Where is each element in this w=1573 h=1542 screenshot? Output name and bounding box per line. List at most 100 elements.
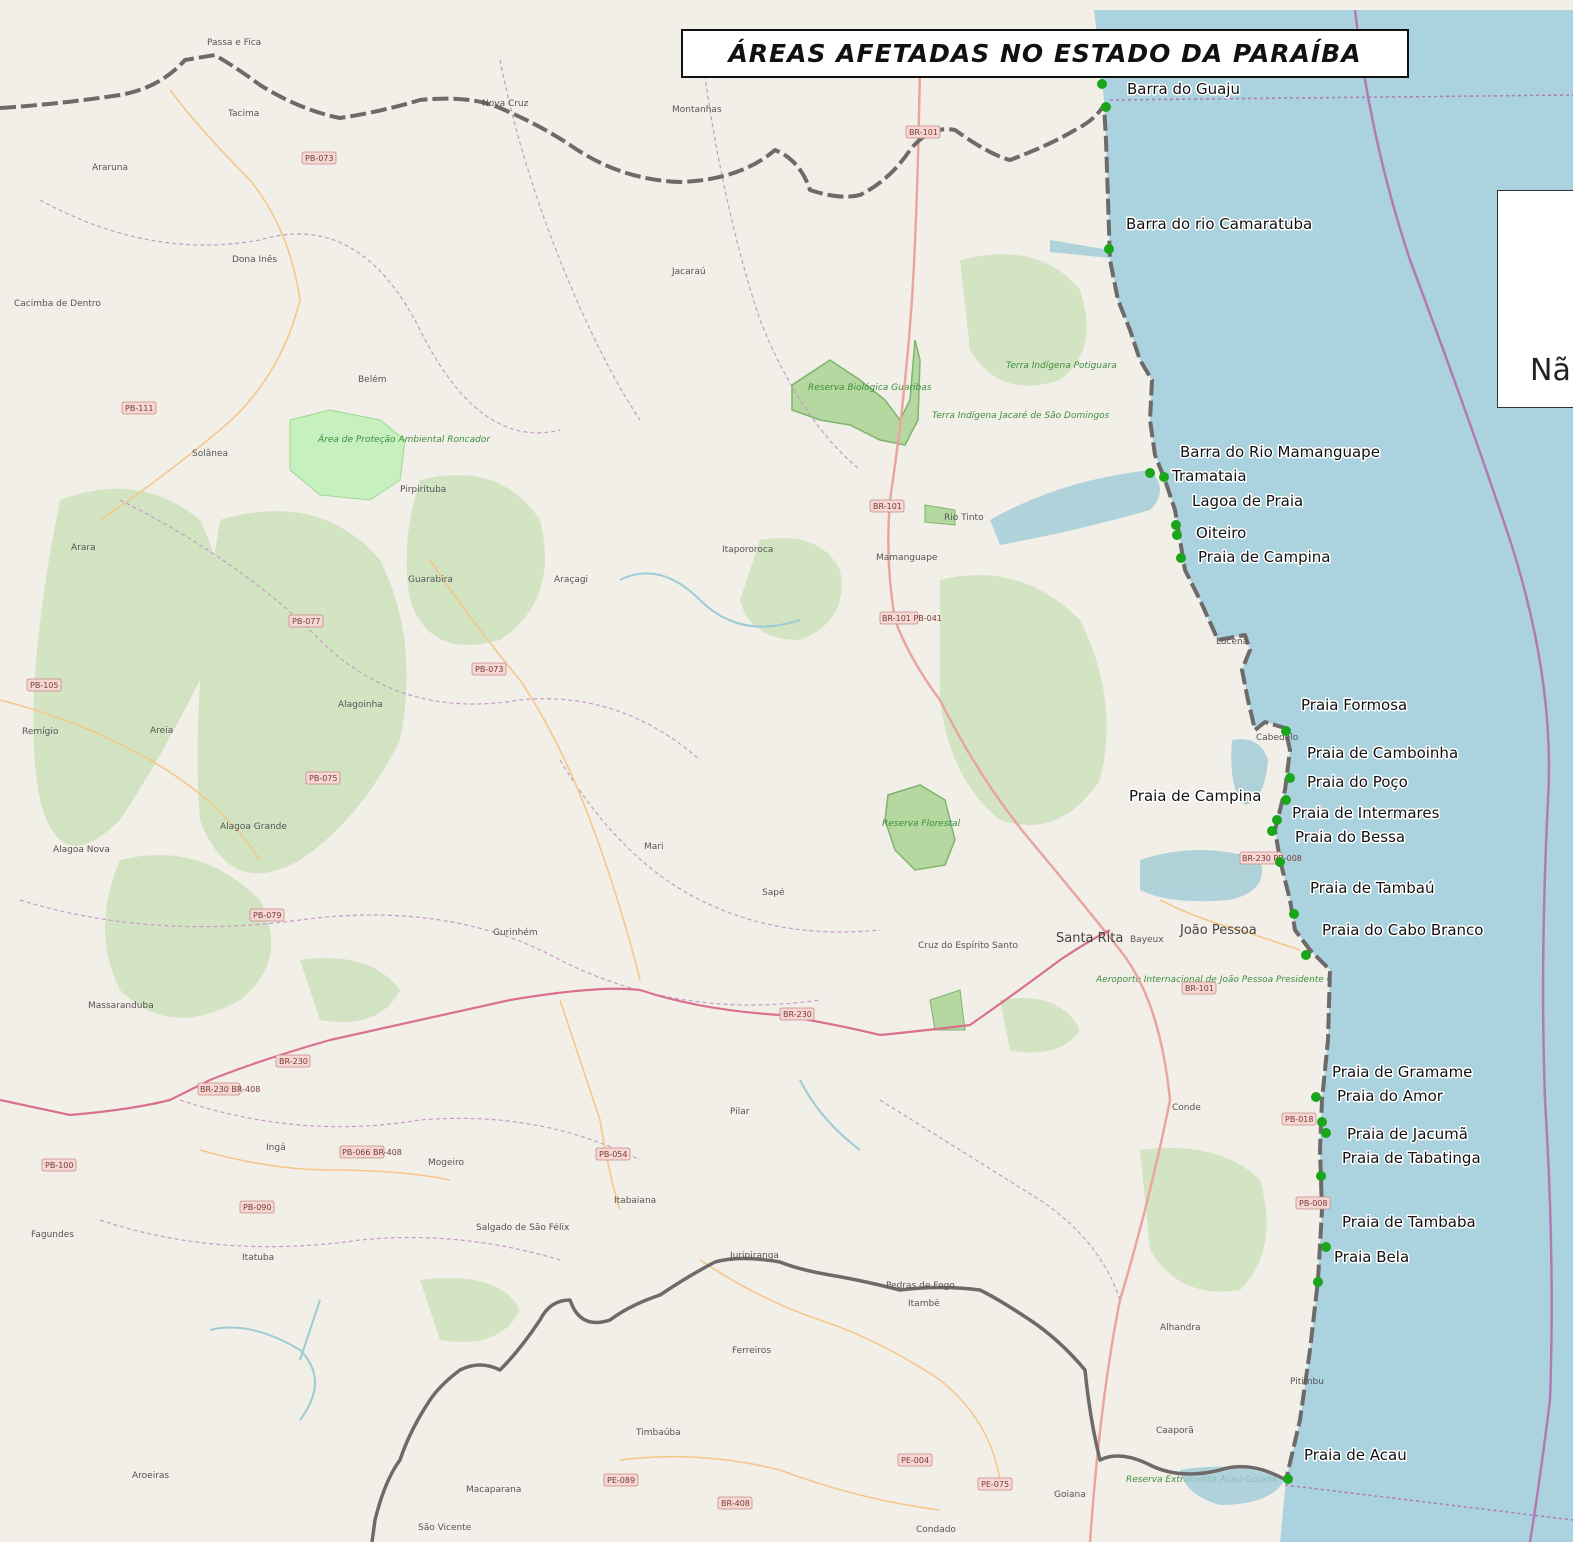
beach-marker[interactable]	[1301, 950, 1311, 960]
affected-markers	[1097, 79, 1331, 1484]
svg-text:Aroeiras: Aroeiras	[132, 1471, 169, 1481]
svg-text:Itapororoca: Itapororoca	[722, 545, 773, 555]
svg-text:Alagoinha: Alagoinha	[338, 700, 383, 710]
svg-text:Juripiranga: Juripiranga	[729, 1251, 779, 1261]
map-title: ÁREAS AFETADAS NO ESTADO DA PARAÍBA	[728, 39, 1362, 68]
svg-text:BR-101: BR-101	[1185, 984, 1214, 993]
svg-text:Massaranduba: Massaranduba	[88, 1001, 154, 1011]
beach-marker[interactable]	[1321, 1242, 1331, 1252]
svg-text:Pitimbu: Pitimbu	[1290, 1377, 1324, 1387]
road-shield: PB-090	[239, 1200, 275, 1214]
beach-marker[interactable]	[1172, 530, 1182, 540]
svg-text:Pilar: Pilar	[730, 1107, 750, 1117]
svg-text:Jacaraú: Jacaraú	[671, 267, 706, 277]
beach-marker[interactable]	[1097, 79, 1107, 89]
svg-text:PB-066 BR-408: PB-066 BR-408	[342, 1148, 402, 1157]
beach-marker[interactable]	[1281, 795, 1291, 805]
svg-text:São Vicente: São Vicente	[418, 1523, 472, 1533]
svg-text:Cabedelo: Cabedelo	[1256, 733, 1299, 743]
svg-text:Itatuba: Itatuba	[242, 1253, 274, 1263]
svg-text:BR-101 PB-041: BR-101 PB-041	[882, 614, 942, 623]
beach-marker[interactable]	[1285, 773, 1295, 783]
beach-marker[interactable]	[1101, 102, 1111, 112]
road-shield: BR-230 BR-408	[197, 1082, 260, 1096]
svg-text:Araçagi: Araçagi	[554, 575, 588, 585]
road-shields: PB-073 PB-111 PB-077 PB-073 PB-105 PB-07…	[26, 125, 1331, 1510]
beach-marker[interactable]	[1272, 815, 1282, 825]
svg-text:Rio Tinto: Rio Tinto	[944, 513, 984, 523]
maritime-line	[1353, 9, 1553, 1542]
svg-text:PB-100: PB-100	[45, 1161, 73, 1170]
svg-text:Pirpirituba: Pirpirituba	[400, 485, 446, 495]
svg-text:Araruna: Araruna	[92, 163, 128, 173]
road-shield: PE-075	[977, 1477, 1013, 1491]
svg-text:Mogeiro: Mogeiro	[428, 1158, 465, 1168]
svg-text:Reserva Florestal: Reserva Florestal	[882, 819, 961, 829]
road-shield: PB-105	[26, 678, 62, 692]
beach-marker[interactable]	[1289, 909, 1299, 919]
svg-text:Área de Proteção Ambiental Ron: Área de Proteção Ambiental Roncador	[317, 433, 491, 445]
beach-marker[interactable]	[1321, 1128, 1331, 1138]
beach-marker[interactable]	[1283, 1474, 1293, 1484]
svg-text:Gurinhém: Gurinhém	[493, 927, 538, 938]
svg-text:BR-101: BR-101	[909, 128, 938, 137]
beach-marker[interactable]	[1281, 726, 1291, 736]
beach-marker[interactable]	[1171, 520, 1181, 530]
beach-marker[interactable]	[1159, 472, 1169, 482]
legend-box: Nã	[1497, 190, 1573, 408]
svg-text:PB-079: PB-079	[253, 911, 281, 920]
beach-label: Barra do Guaju	[1127, 80, 1240, 98]
wetland-layer	[990, 240, 1285, 1505]
beach-marker[interactable]	[1176, 553, 1186, 563]
beach-label: Praia do Amor	[1337, 1087, 1444, 1105]
svg-text:PE-004: PE-004	[901, 1456, 929, 1465]
svg-text:Sapé: Sapé	[762, 887, 785, 898]
svg-text:PB-073: PB-073	[305, 154, 333, 163]
svg-text:Areia: Areia	[150, 726, 173, 736]
beach-marker[interactable]	[1317, 1117, 1327, 1127]
svg-text:PB-054: PB-054	[599, 1150, 627, 1159]
svg-text:Tacima: Tacima	[227, 109, 259, 119]
vegetation-layer	[33, 254, 1267, 1342]
road-shield: PE-089	[603, 1473, 639, 1487]
beach-marker[interactable]	[1316, 1171, 1326, 1181]
beach-label: Praia de Intermares	[1292, 804, 1440, 822]
road-shield: PB-075	[305, 771, 341, 785]
svg-text:Solânea: Solânea	[192, 449, 228, 459]
beach-marker[interactable]	[1145, 468, 1155, 478]
beach-marker[interactable]	[1267, 826, 1277, 836]
beach-marker[interactable]	[1104, 244, 1114, 254]
svg-text:Terra Indígena Jacaré de São D: Terra Indígena Jacaré de São Domingos	[932, 410, 1110, 421]
svg-text:Cruz do Espírito Santo: Cruz do Espírito Santo	[918, 941, 1019, 951]
beach-marker[interactable]	[1311, 1092, 1321, 1102]
svg-text:PE-089: PE-089	[607, 1476, 635, 1485]
road-shield: PB-079	[249, 908, 285, 922]
svg-text:BR-230 BR-408: BR-230 BR-408	[200, 1085, 260, 1094]
svg-text:PB-075: PB-075	[309, 774, 337, 783]
maritime-line-2	[1109, 94, 1573, 101]
svg-text:BR-230 PB-008: BR-230 PB-008	[1242, 854, 1302, 863]
svg-text:Pedras de Fogo: Pedras de Fogo	[886, 1281, 955, 1291]
svg-text:Caaporã: Caaporã	[1156, 1426, 1194, 1436]
beach-marker[interactable]	[1275, 857, 1285, 867]
svg-text:Itabaiana: Itabaiana	[614, 1196, 656, 1206]
map-title-box: ÁREAS AFETADAS NO ESTADO DA PARAÍBA	[681, 29, 1409, 78]
svg-text:PB-008: PB-008	[1299, 1199, 1327, 1208]
beach-label: Praia de Tambaú	[1310, 879, 1435, 897]
svg-text:Belém: Belém	[358, 374, 387, 385]
svg-text:Macaparana: Macaparana	[466, 1485, 521, 1495]
svg-text:Condado: Condado	[916, 1525, 956, 1535]
beach-label: Praia de Acau	[1304, 1446, 1407, 1464]
beach-marker[interactable]	[1313, 1277, 1323, 1287]
svg-text:PB-105: PB-105	[30, 681, 58, 690]
svg-text:BR-408: BR-408	[721, 1499, 750, 1508]
beach-label: Praia de Jacumã	[1347, 1125, 1468, 1143]
beach-label: Barra do rio Camaratuba	[1126, 215, 1312, 233]
svg-text:Goiana: Goiana	[1054, 1490, 1086, 1500]
road-shield: PE-004	[897, 1453, 933, 1467]
municipal-borders	[19, 39, 1121, 1301]
svg-text:Conde: Conde	[1172, 1103, 1201, 1113]
road-shield: PB-077	[288, 614, 324, 628]
